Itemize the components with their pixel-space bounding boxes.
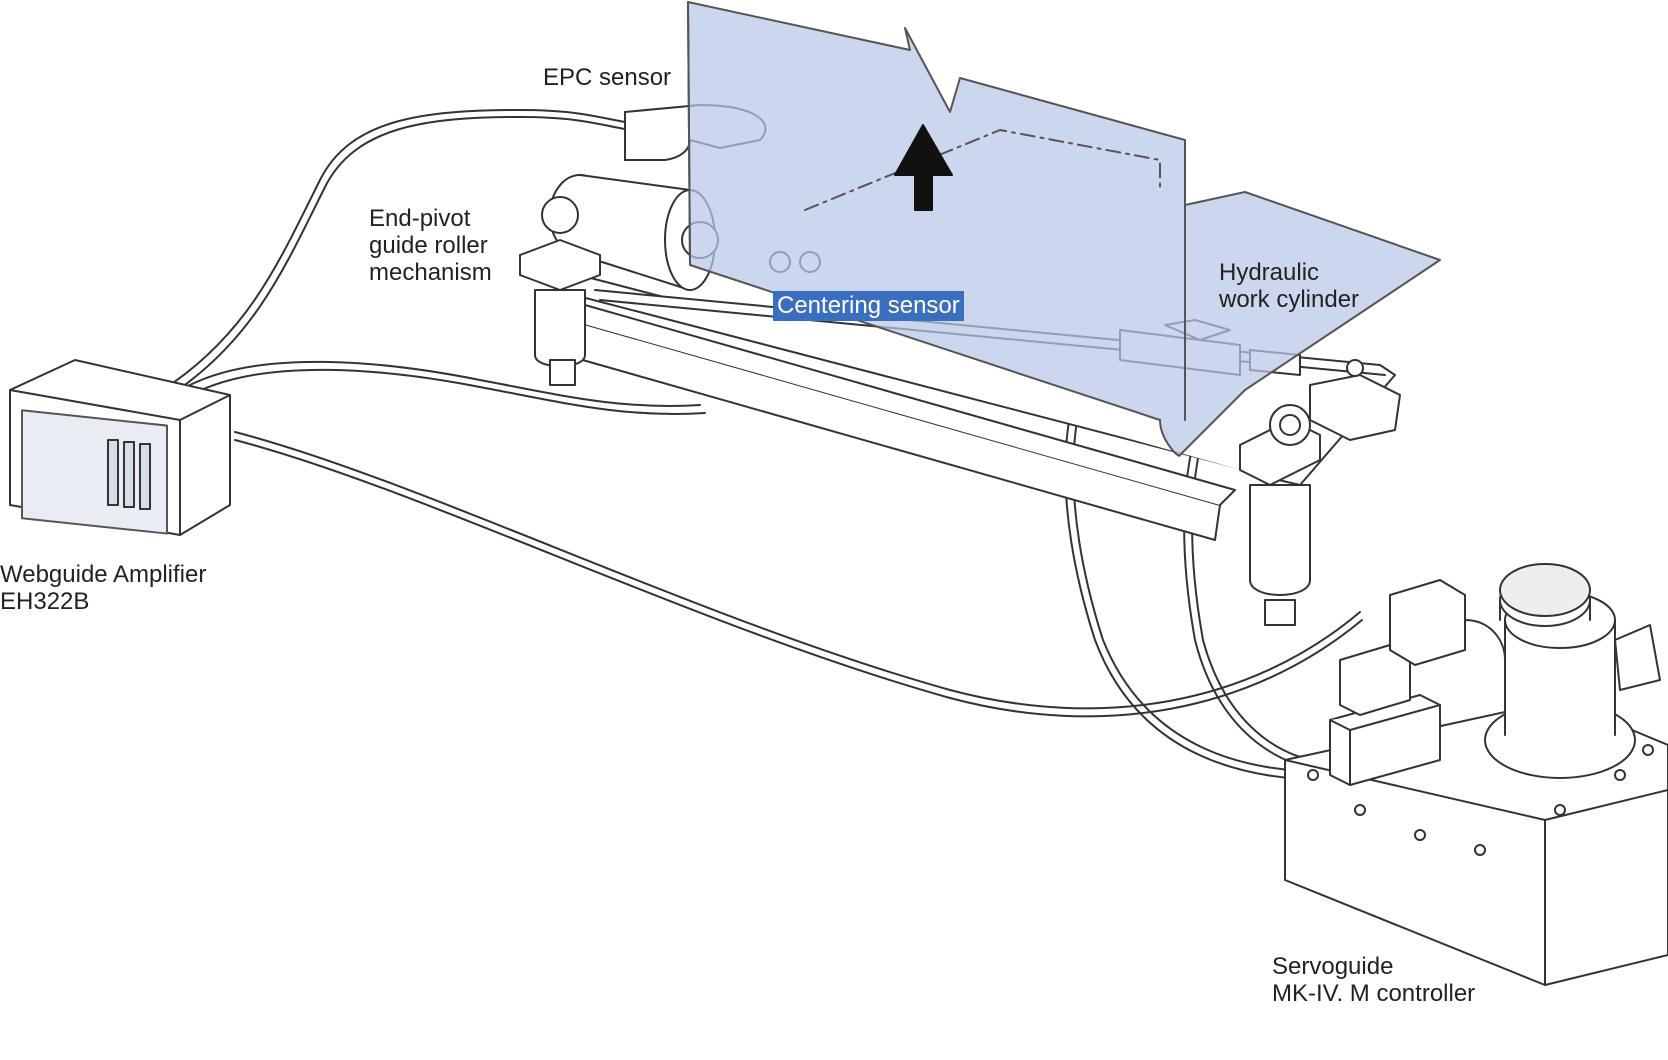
hydraulic-line-1: Hydraulic bbox=[1219, 259, 1320, 286]
epc-sensor-text: EPC sensor bbox=[543, 64, 672, 91]
webguide-amplifier-box bbox=[9, 359, 231, 536]
hydraulic-cylinder-label: Hydraulic work cylinder bbox=[1219, 259, 1359, 313]
servoguide-controller-unit bbox=[1284, 563, 1668, 986]
end-pivot-line-3: mechanism bbox=[369, 259, 492, 286]
hydraulic-line-2: work cylinder bbox=[1219, 286, 1360, 313]
web-direction-arrow-icon bbox=[894, 124, 953, 211]
end-pivot-line-1: End-pivot bbox=[369, 205, 471, 232]
controller-label: Servoguide MK-IV. M controller bbox=[1272, 953, 1475, 1007]
centering-sensor-text: Centering sensor bbox=[773, 291, 964, 321]
controller-line-1: Servoguide bbox=[1272, 953, 1394, 980]
amplifier-line-1: Webguide Amplifier bbox=[0, 561, 207, 588]
end-pivot-line-2: guide roller bbox=[369, 232, 488, 259]
controller-line-2: MK-IV. M controller bbox=[1272, 980, 1476, 1007]
centering-sensor-label: Centering sensor bbox=[773, 291, 964, 321]
guide-roller-frame bbox=[554, 269, 1396, 541]
epc-sensor-label: EPC sensor bbox=[543, 64, 671, 91]
amplifier-line-2: EH322B bbox=[0, 588, 90, 615]
end-pivot-label: End-pivot guide roller mechanism bbox=[369, 205, 492, 286]
web-material-sheet bbox=[687, 1, 1441, 457]
amplifier-label: Webguide Amplifier EH322B bbox=[0, 561, 206, 615]
right-end-pivot-bracket bbox=[1239, 359, 1401, 626]
